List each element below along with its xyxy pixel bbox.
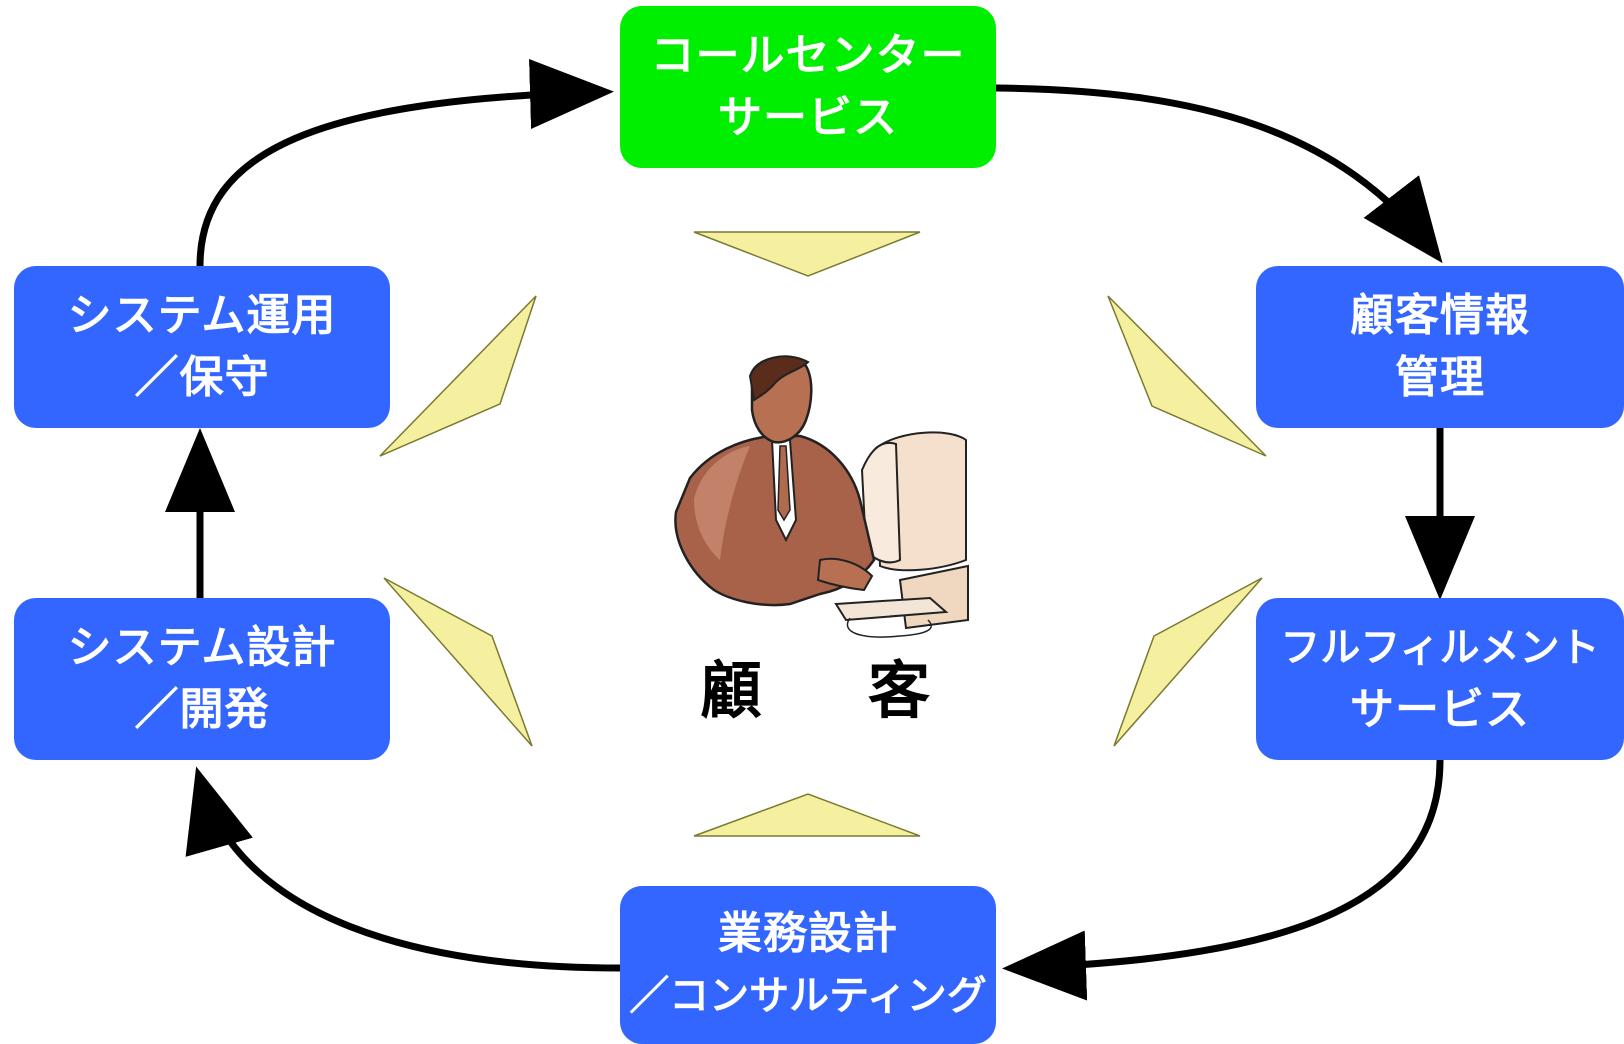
business-design-line2: ／コンサルティング — [629, 973, 987, 1019]
system-ops-line2: ／保守 — [134, 352, 270, 403]
call-center-service-box: コールセンター サービス — [620, 6, 996, 168]
customer-info-management-box: 顧客情報 管理 — [1256, 266, 1624, 428]
pointer-triangle-upper-right — [1107, 295, 1267, 457]
fulfillment-line1: フルフィルメント — [1280, 625, 1600, 671]
pointer-triangle-lower-right — [1113, 577, 1263, 747]
fulfillment-service-box: フルフィルメント サービス — [1256, 598, 1624, 760]
system-design-box: システム設計 ／開発 — [14, 598, 390, 760]
pointer-triangle-top — [693, 231, 921, 277]
fulfillment-line2: サービス — [1350, 684, 1530, 735]
arrow-fulfillment-to-business — [1002, 759, 1444, 1001]
system-design-line1: システム設計 — [67, 622, 337, 673]
customer-label: 顧 客 — [700, 640, 930, 730]
customer-label-char2: 客 — [867, 654, 930, 727]
call-center-line1: コールセンター — [650, 30, 966, 81]
pointer-triangle-upper-left — [379, 295, 537, 457]
business-design-box: 業務設計 ／コンサルティング — [620, 886, 996, 1044]
pointer-triangle-lower-left — [383, 577, 533, 747]
customer-label-char1: 顧 — [700, 654, 763, 727]
system-design-line2: ／開発 — [134, 684, 270, 735]
person-at-computer-icon — [674, 355, 969, 638]
customer-info-line1: 顧客情報 — [1350, 290, 1530, 341]
customer-info-line2: 管理 — [1395, 352, 1485, 403]
arrow-sysops-to-callcenter — [196, 59, 614, 267]
system-operations-box: システム運用 ／保守 — [14, 266, 390, 428]
call-center-line2: サービス — [718, 92, 898, 143]
arrow-business-to-sysdev — [185, 766, 621, 972]
pointer-triangle-bottom — [693, 793, 921, 837]
system-ops-line1: システム運用 — [67, 290, 337, 341]
business-design-line1: 業務設計 — [718, 908, 898, 959]
arrow-callcenter-to-crm — [995, 84, 1443, 264]
